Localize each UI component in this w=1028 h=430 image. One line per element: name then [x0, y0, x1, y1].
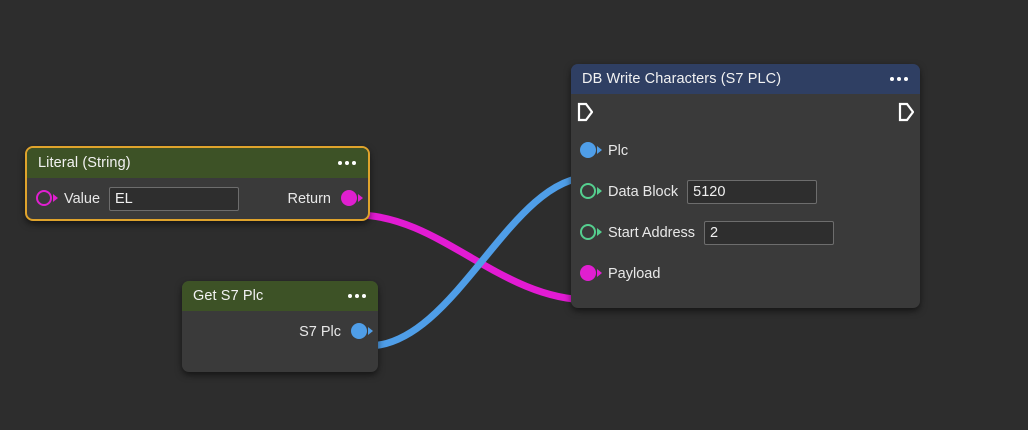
node-get-s7-plc-body: S7 Plc: [182, 311, 378, 372]
pin-s7-plc-object-icon[interactable]: [351, 322, 373, 341]
data-block-input[interactable]: 5120: [687, 179, 818, 204]
pin-data-block-number-icon[interactable]: [580, 182, 602, 201]
node-db-write-exec-row: [571, 94, 920, 130]
pin-label-start-address: Start Address: [608, 224, 696, 241]
value-input[interactable]: EL: [109, 186, 240, 211]
pin-payload-string-icon[interactable]: [580, 264, 602, 283]
pin-start-address-number-icon[interactable]: [580, 223, 602, 242]
node-db-write-row-payload: Payload: [571, 253, 920, 294]
node-get-s7-plc-header[interactable]: Get S7 Plc: [182, 281, 378, 311]
node-literal-title: Literal (String): [38, 155, 131, 171]
ellipsis-icon[interactable]: [888, 73, 910, 85]
pin-label-return: Return: [287, 190, 331, 207]
pin-label-value: Value: [64, 190, 101, 207]
ellipsis-icon[interactable]: [346, 290, 368, 302]
exec-out-arrow-icon[interactable]: [898, 102, 915, 122]
node-db-write-row-start-address: Start Address 2: [571, 212, 920, 253]
start-address-input[interactable]: 2: [704, 220, 835, 245]
node-db-write-characters[interactable]: DB Write Characters (S7 PLC): [571, 64, 920, 308]
pin-label-plc: Plc: [608, 142, 629, 159]
node-literal-string[interactable]: Literal (String) Value EL Return: [25, 146, 370, 221]
node-get-s7-plc-title: Get S7 Plc: [193, 288, 264, 304]
node-get-s7-plc[interactable]: Get S7 Plc S7 Plc: [182, 281, 378, 372]
pin-label-data-block: Data Block: [608, 183, 679, 200]
node-literal-body: Value EL Return: [27, 178, 368, 219]
node-db-write-row-plc: Plc: [571, 130, 920, 171]
node-literal-header[interactable]: Literal (String): [27, 148, 368, 178]
wire-s7plc-to-plc: [364, 173, 594, 350]
pin-label-s7-plc: S7 Plc: [299, 323, 341, 340]
node-db-write-body: Plc Data Block 5120 Start Address 2: [571, 94, 920, 308]
node-db-write-row-data-block: Data Block 5120: [571, 171, 920, 212]
pin-label-payload: Payload: [608, 265, 661, 282]
node-get-s7-plc-row-output: S7 Plc: [182, 311, 378, 352]
pin-return-string-icon[interactable]: [341, 189, 363, 208]
node-literal-row-value: Value EL Return: [27, 178, 368, 219]
ellipsis-icon[interactable]: [336, 157, 358, 169]
node-db-write-title: DB Write Characters (S7 PLC): [582, 71, 782, 87]
pin-plc-object-icon[interactable]: [580, 141, 602, 160]
wire-literal-return-to-payload: [353, 211, 594, 304]
pin-value-string-icon[interactable]: [36, 189, 58, 208]
exec-in-arrow-icon[interactable]: [577, 102, 594, 122]
node-db-write-header[interactable]: DB Write Characters (S7 PLC): [571, 64, 920, 94]
